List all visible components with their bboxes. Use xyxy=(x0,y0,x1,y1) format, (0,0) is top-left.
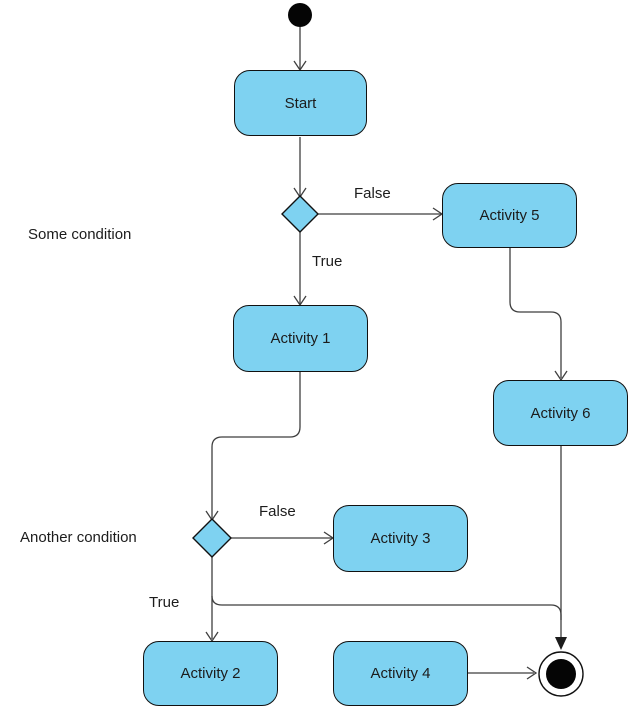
decision2-condition-label: Another condition xyxy=(20,529,137,546)
edge-branch-to-final xyxy=(211,595,562,620)
activity-node-activity4[interactable]: Activity 4 xyxy=(333,641,468,706)
activity-node-activity3-label: Activity 3 xyxy=(370,530,431,547)
activity-node-activity6-label: Activity 6 xyxy=(530,404,591,422)
activity-node-activity5[interactable]: Activity 5 xyxy=(442,183,577,248)
decision1-condition-label: Some condition xyxy=(28,226,132,243)
activity-node-activity2[interactable]: Activity 2 xyxy=(143,641,278,706)
activity-node-activity1[interactable]: Activity 1 xyxy=(233,305,368,372)
decision2-false-label: False xyxy=(259,503,296,520)
arrowhead-into-final-top xyxy=(555,637,567,650)
activity-node-activity5-label: Activity 5 xyxy=(479,207,540,224)
arrowhead-into-final-left xyxy=(526,666,538,680)
initial-node[interactable] xyxy=(288,3,312,27)
activity-node-activity6[interactable]: Activity 6 xyxy=(493,380,628,446)
edge-activity1-to-decision2 xyxy=(211,372,301,518)
activity-node-activity2-label: Activity 2 xyxy=(180,665,241,682)
activity-node-start[interactable]: Start xyxy=(234,70,367,136)
decision2-true-label: True xyxy=(149,594,180,611)
decision1-true-label: True xyxy=(312,253,343,270)
decision1-false-label: False xyxy=(354,185,391,202)
activity-node-start-label: Start xyxy=(284,94,317,112)
final-node[interactable] xyxy=(538,651,584,697)
decision-diamond-1[interactable] xyxy=(281,195,319,233)
activity-node-activity1-label: Activity 1 xyxy=(270,330,331,347)
activity-node-activity3[interactable]: Activity 3 xyxy=(333,505,468,572)
decision-diamond-2[interactable] xyxy=(192,518,232,558)
activity-node-activity4-label: Activity 4 xyxy=(370,665,431,682)
edge-activity5-to-activity6 xyxy=(509,248,562,378)
